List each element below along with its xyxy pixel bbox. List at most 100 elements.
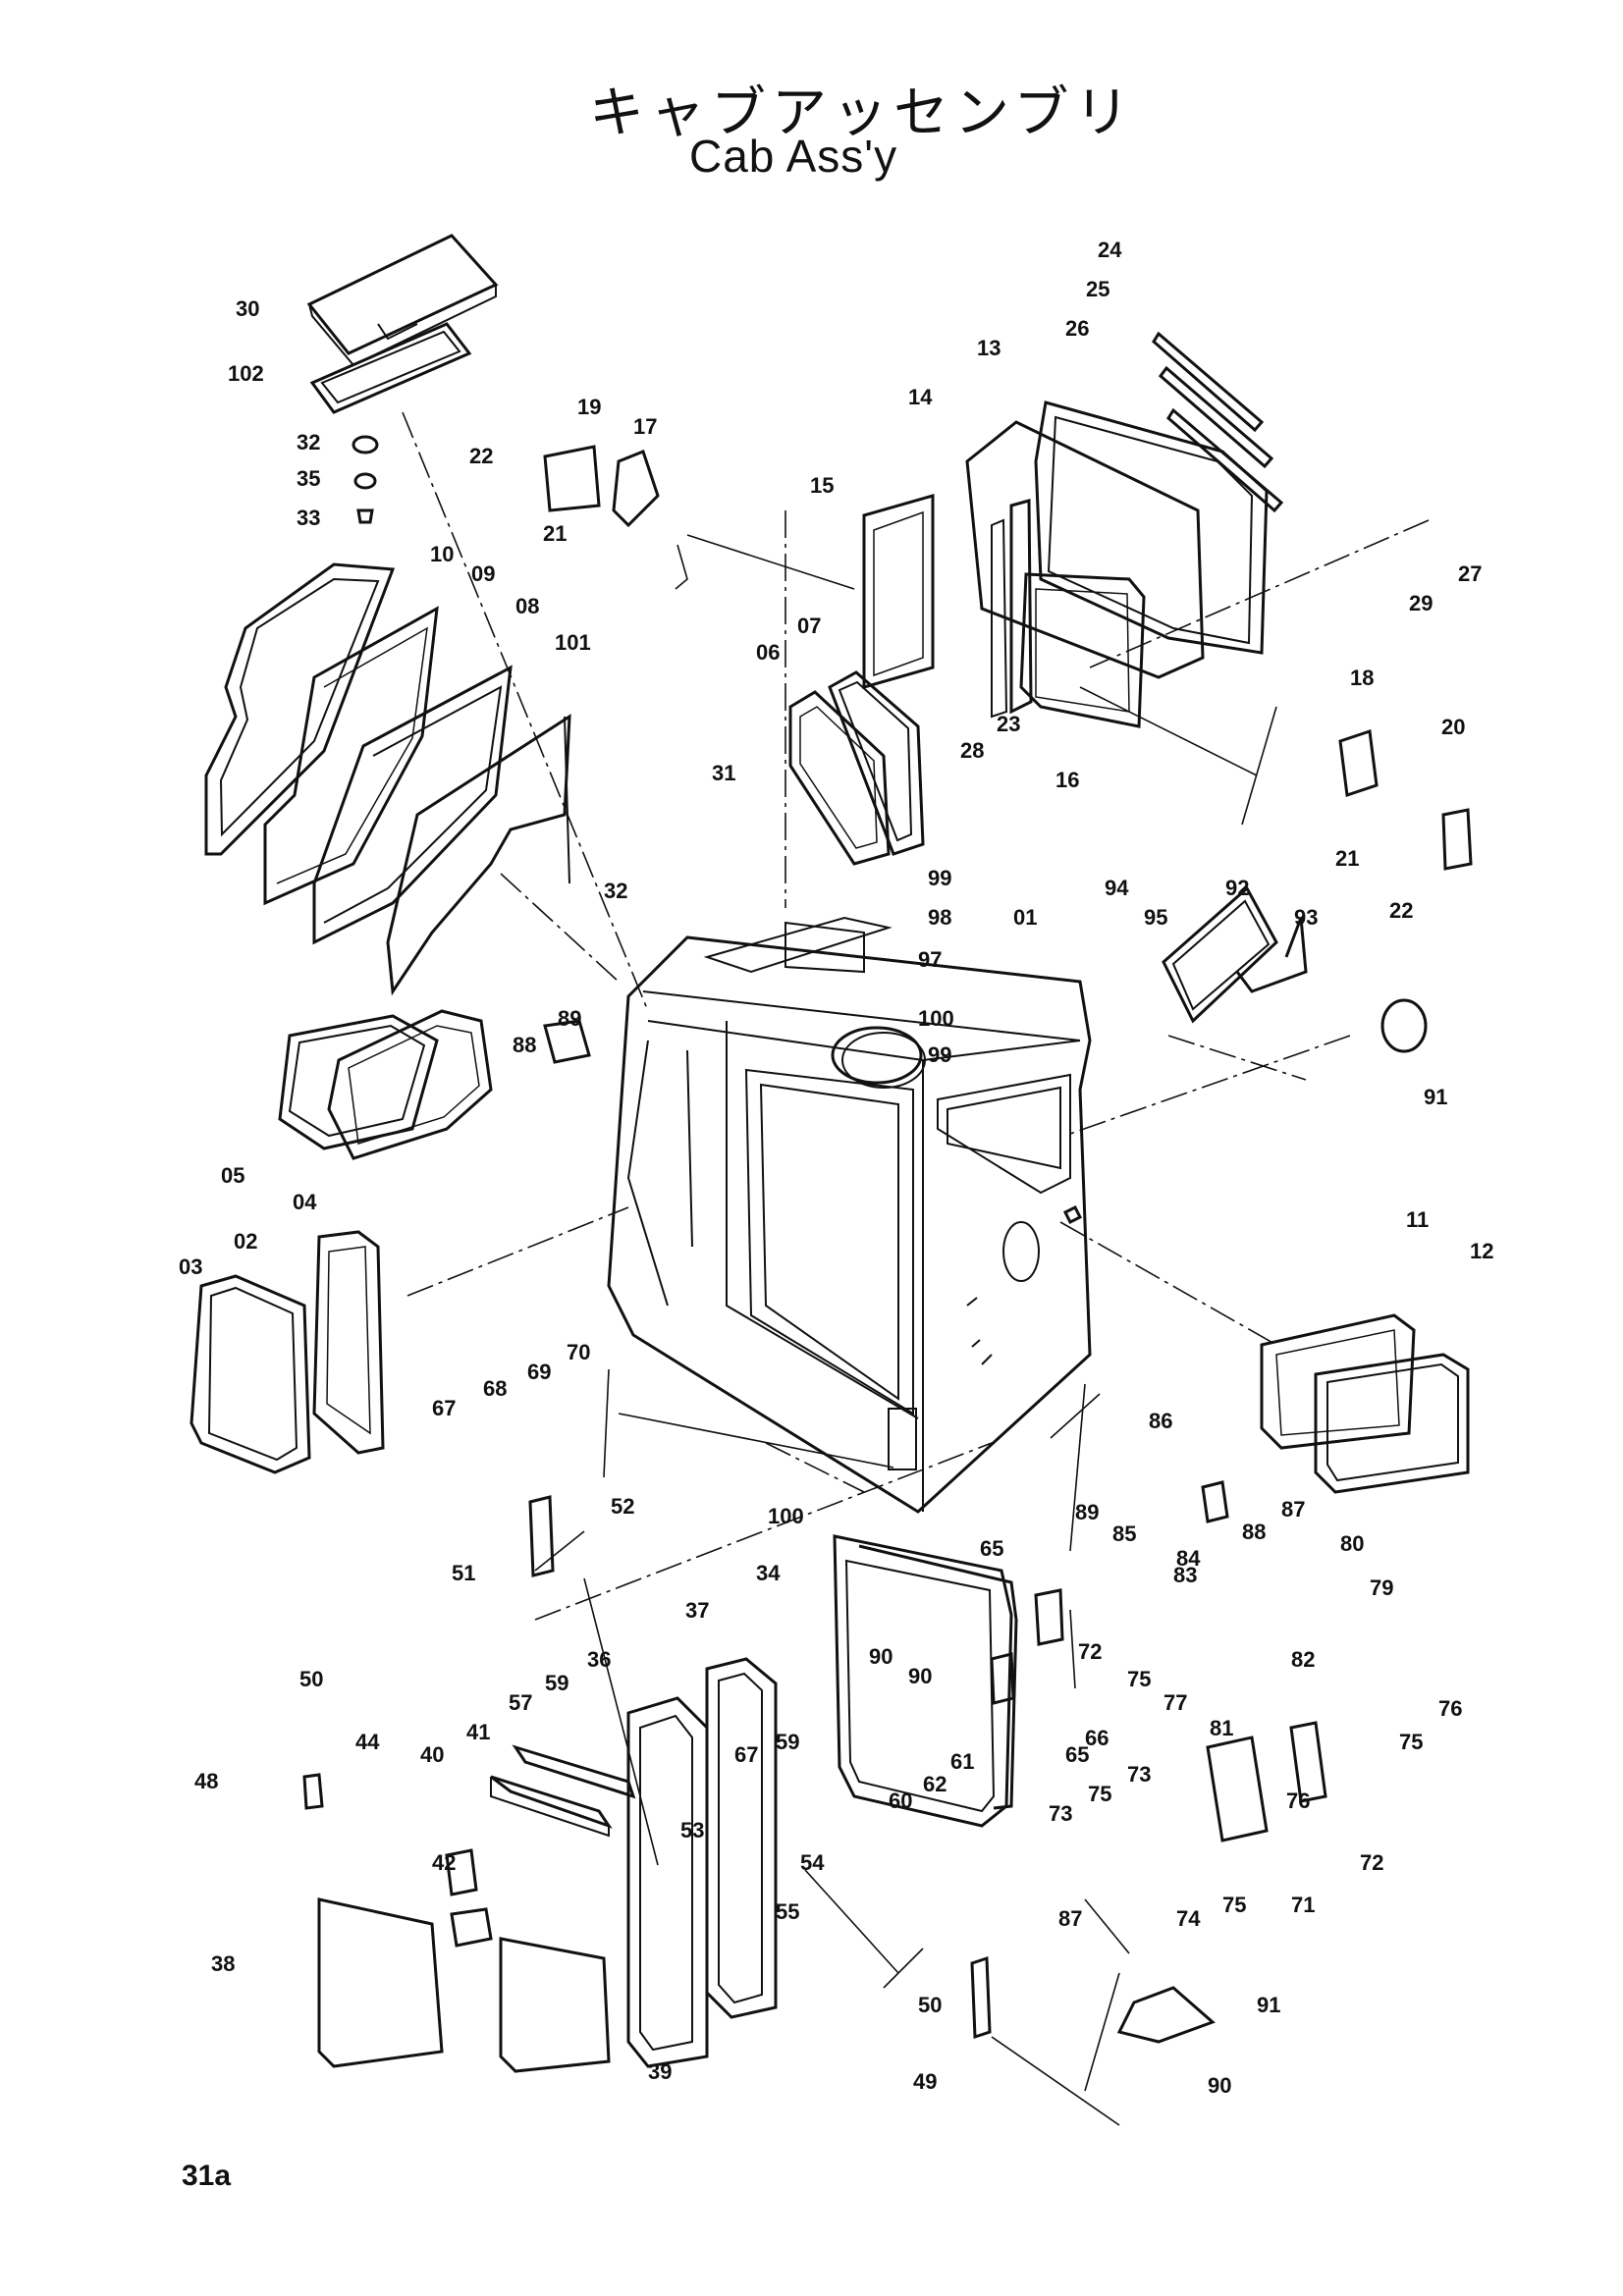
label-69: 69 [527,1360,551,1384]
label-67: 67 [432,1396,456,1420]
label-61: 61 [950,1749,974,1774]
label-26: 26 [1065,316,1089,341]
label-76-top: 76 [1438,1696,1462,1721]
label-100: 95 [1144,905,1167,930]
label-106: 100 [768,1504,804,1528]
label-43: 42 [432,1850,456,1875]
label-66: 67 [734,1742,758,1767]
label-99: 94 [1105,876,1129,900]
label-33: 32 [297,430,320,454]
label-03: 03 [179,1255,202,1279]
side-windows [189,670,1470,1494]
label-90: 91 [1257,1993,1280,2017]
label-97: 92 [1225,876,1249,900]
part-labels: 30 102 32 35 33 22 19 17 21 10 09 08 101… [179,238,1493,2098]
label-41: 40 [420,1742,444,1767]
label-02: 02 [234,1229,257,1254]
label-36: 34 [756,1561,781,1585]
label-50-bottom: 50 [918,1993,942,2017]
label-30: 30 [236,296,259,321]
door-assembly [317,1534,1018,2073]
label-22-top: 22 [469,444,493,468]
label-40: 39 [648,2059,672,2084]
label-12: 12 [1470,1239,1493,1263]
page-number: 31a [182,2160,232,2192]
label-92: 88 [513,1033,536,1057]
label-73-mid: 73 [1127,1762,1151,1787]
label-98: 93 [1294,905,1318,930]
label-105: 100 [918,1006,954,1031]
label-86: 87 [1281,1497,1305,1522]
label-13: 13 [977,336,1001,360]
label-50-top: 50 [299,1667,323,1691]
label-79: 80 [1340,1531,1364,1556]
label-10: 10 [430,542,454,566]
label-01: 01 [1013,905,1037,930]
label-06: 06 [756,640,780,665]
label-51: 51 [452,1561,475,1585]
label-101: 97 [918,947,942,972]
label-75-mid: 75 [1088,1782,1111,1806]
label-93: 89 [558,1006,581,1031]
roof-window-group [306,234,499,524]
label-54: 54 [800,1850,825,1875]
title-japanese: キャブアッセンブリ [589,81,1136,145]
label-35: 35 [297,466,320,491]
label-57: 59 [545,1671,568,1695]
label-68: 68 [483,1376,507,1401]
label-62: 62 [923,1772,947,1796]
label-21-top: 21 [543,521,567,546]
label-29: 28 [960,738,984,763]
label-20: 20 [1441,715,1465,739]
label-63: 65 [980,1536,1003,1561]
label-37: 36 [587,1647,611,1672]
label-17: 17 [633,414,657,439]
label-84: 85 [1112,1522,1136,1546]
title-english: Cab Ass'y [689,131,898,182]
label-64: 66 [1085,1726,1109,1750]
label-42: 41 [466,1720,490,1744]
label-18: 18 [1350,666,1374,690]
label-74-left: 73 [1049,1801,1072,1826]
cab-body [607,916,1092,1514]
label-88: 89 [1075,1500,1099,1524]
label-102: 98 [928,905,951,930]
label-22-right: 22 [1389,898,1413,923]
label-32: 32 [604,879,627,903]
label-28: 29 [1409,591,1433,615]
label-107: 101 [555,630,591,655]
label-08: 08 [515,594,539,618]
label-21-right: 21 [1335,846,1359,871]
label-94: 90 [869,1644,893,1669]
label-34: 33 [297,506,320,530]
label-74-right: 74 [1176,1906,1201,1931]
label-24: 24 [1098,238,1122,262]
label-15: 15 [810,473,834,498]
label-104: 99 [928,1042,951,1067]
label-48: 48 [194,1769,218,1793]
assembly-lines [402,411,1430,2126]
label-96: 91 [1424,1085,1447,1109]
label-71: 71 [1291,1893,1315,1917]
label-70: 70 [567,1340,590,1364]
label-75-right: 75 [1399,1730,1423,1754]
label-49: 49 [913,2069,937,2094]
label-89: 90 [1208,2073,1231,2098]
label-09: 09 [471,561,495,586]
label-80: 81 [1210,1716,1233,1740]
label-14: 14 [908,385,933,409]
label-38: 37 [685,1598,709,1623]
label-04: 04 [293,1190,317,1214]
label-103: 99 [928,866,951,890]
label-75-low: 75 [1222,1893,1246,1917]
label-55: 55 [776,1899,799,1924]
label-65: 65 [1065,1742,1089,1767]
label-59: 59 [776,1730,799,1754]
label-52: 52 [611,1494,634,1519]
label-83: 84 [1176,1546,1201,1571]
label-05: 05 [221,1163,244,1188]
label-82: 83 [1173,1563,1197,1587]
label-27: 27 [1458,561,1482,586]
